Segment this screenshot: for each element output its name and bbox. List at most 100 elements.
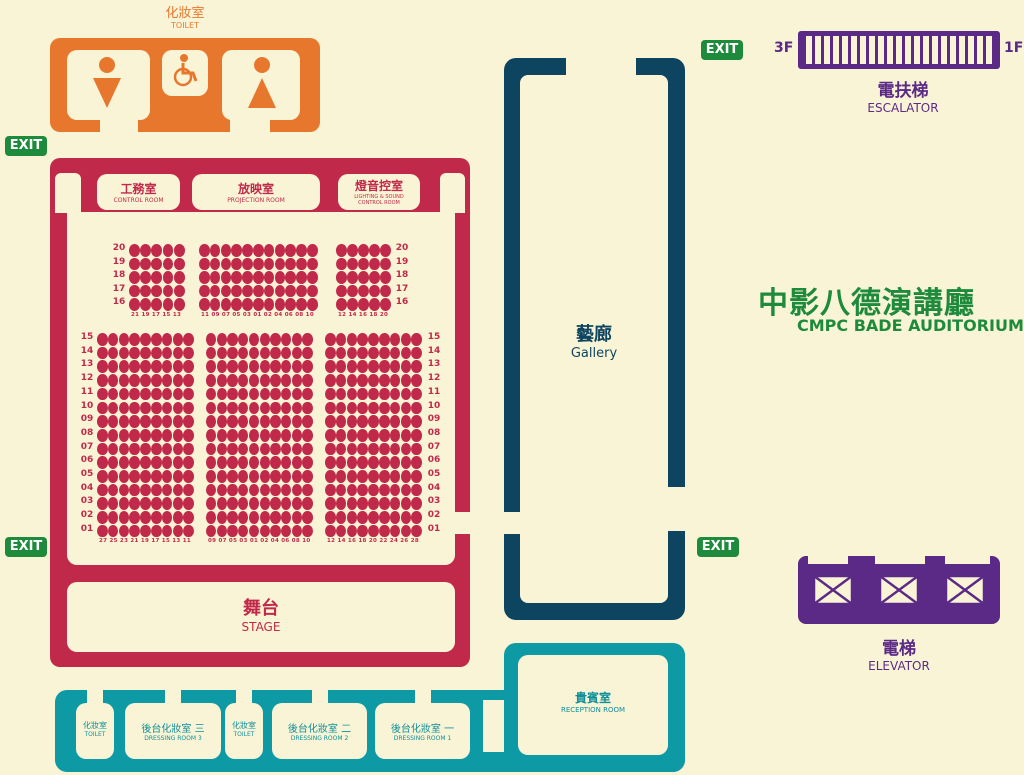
seat[interactable] <box>368 511 379 524</box>
seat[interactable] <box>325 415 336 428</box>
seat[interactable] <box>389 387 401 401</box>
seat[interactable] <box>400 401 412 415</box>
seat[interactable] <box>172 483 184 497</box>
seat[interactable] <box>369 298 380 311</box>
seat[interactable] <box>302 511 313 524</box>
seat[interactable] <box>274 244 286 257</box>
seat[interactable] <box>302 401 313 415</box>
seat[interactable] <box>411 524 422 538</box>
seat[interactable] <box>199 271 210 284</box>
seat[interactable] <box>227 442 238 456</box>
seat[interactable] <box>253 257 264 271</box>
seat[interactable] <box>216 511 228 524</box>
seat[interactable] <box>183 428 194 442</box>
seat[interactable] <box>206 387 217 401</box>
seat[interactable] <box>161 415 173 428</box>
seat[interactable] <box>379 511 390 524</box>
seat[interactable] <box>259 333 270 346</box>
seat[interactable] <box>270 524 281 538</box>
seat[interactable] <box>358 284 369 298</box>
seat[interactable] <box>231 244 242 257</box>
seat[interactable] <box>369 271 380 284</box>
seat[interactable] <box>302 483 313 497</box>
seat[interactable] <box>263 257 275 271</box>
seat[interactable] <box>206 456 217 469</box>
seat[interactable] <box>259 387 270 401</box>
seat[interactable] <box>231 257 242 271</box>
seat[interactable] <box>107 524 119 538</box>
seat[interactable] <box>335 442 347 456</box>
seat[interactable] <box>336 271 347 284</box>
seat[interactable] <box>389 442 401 456</box>
seat[interactable] <box>183 360 194 374</box>
seat[interactable] <box>238 387 249 401</box>
seat[interactable] <box>151 360 162 374</box>
seat[interactable] <box>227 524 238 538</box>
seat[interactable] <box>107 387 119 401</box>
seat[interactable] <box>335 346 347 360</box>
seat[interactable] <box>357 415 368 428</box>
seat[interactable] <box>227 360 238 374</box>
seat[interactable] <box>161 333 173 346</box>
seat[interactable] <box>248 511 260 524</box>
seat[interactable] <box>231 271 242 284</box>
seat[interactable] <box>216 524 228 538</box>
seat[interactable] <box>129 333 140 346</box>
seat[interactable] <box>238 511 249 524</box>
seat[interactable] <box>227 456 238 469</box>
seat[interactable] <box>325 360 336 374</box>
seat[interactable] <box>253 244 264 257</box>
seat[interactable] <box>107 415 119 428</box>
seat[interactable] <box>172 387 184 401</box>
seat[interactable] <box>172 346 184 360</box>
seat[interactable] <box>238 470 249 483</box>
seat[interactable] <box>291 511 302 524</box>
seat[interactable] <box>285 257 296 271</box>
seat[interactable] <box>346 428 358 442</box>
seat[interactable] <box>307 244 318 257</box>
seat[interactable] <box>280 442 292 456</box>
seat[interactable] <box>335 415 347 428</box>
seat[interactable] <box>140 244 152 257</box>
seat[interactable] <box>357 346 368 360</box>
seat[interactable] <box>263 271 275 284</box>
seat[interactable] <box>129 456 140 469</box>
seat[interactable] <box>227 346 238 360</box>
seat[interactable] <box>129 442 140 456</box>
seat[interactable] <box>118 360 130 374</box>
seat[interactable] <box>151 497 162 511</box>
seat[interactable] <box>107 456 119 469</box>
seat[interactable] <box>118 456 130 469</box>
seat[interactable] <box>274 284 286 298</box>
seat[interactable] <box>107 333 119 346</box>
seat[interactable] <box>248 374 260 387</box>
seat[interactable] <box>380 271 391 284</box>
seat[interactable] <box>206 428 217 442</box>
seat[interactable] <box>172 524 184 538</box>
seat[interactable] <box>172 428 184 442</box>
seat[interactable] <box>216 401 228 415</box>
seat[interactable] <box>325 524 336 538</box>
seat[interactable] <box>172 442 184 456</box>
seat[interactable] <box>280 511 292 524</box>
seat[interactable] <box>389 401 401 415</box>
seat[interactable] <box>285 284 296 298</box>
seat[interactable] <box>291 415 302 428</box>
seat[interactable] <box>411 456 422 469</box>
seat[interactable] <box>238 428 249 442</box>
seat[interactable] <box>118 374 130 387</box>
seat[interactable] <box>118 524 130 538</box>
seat[interactable] <box>161 470 173 483</box>
seat[interactable] <box>151 284 163 298</box>
seat[interactable] <box>357 511 368 524</box>
seat[interactable] <box>296 257 307 271</box>
seat[interactable] <box>280 483 292 497</box>
seat[interactable] <box>248 387 260 401</box>
seat[interactable] <box>161 524 173 538</box>
seat[interactable] <box>274 298 286 311</box>
seat[interactable] <box>140 456 151 469</box>
seat[interactable] <box>151 374 162 387</box>
seat[interactable] <box>270 346 281 360</box>
seat[interactable] <box>97 346 108 360</box>
seat[interactable] <box>172 497 184 511</box>
